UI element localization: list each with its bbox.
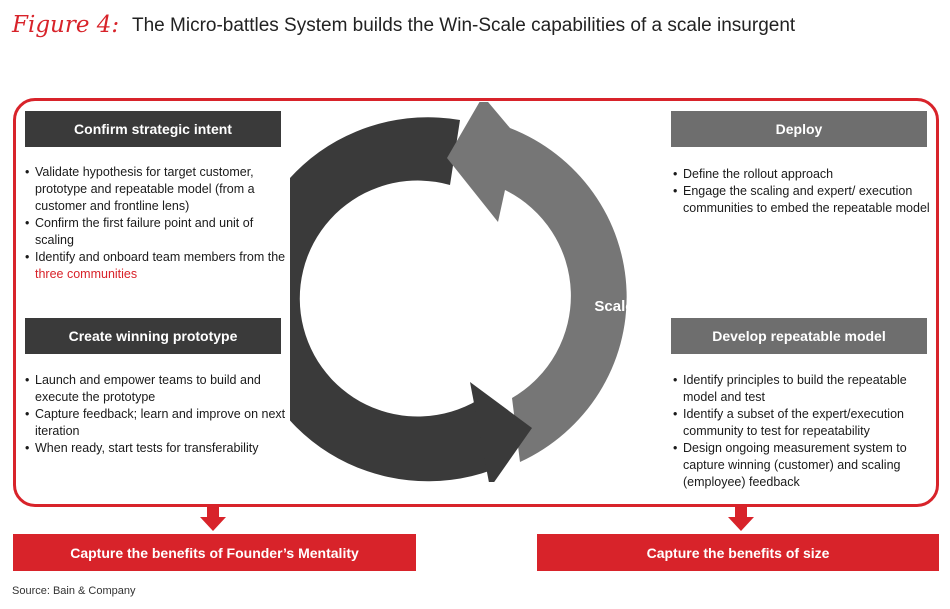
win-arrowhead	[470, 382, 532, 482]
develop-repeatable-model-list: Identify principles to build the repeata…	[673, 372, 935, 491]
founders-mentality-outcome: Capture the benefits of Founder’s Mental…	[13, 534, 416, 571]
create-winning-prototype-list: Launch and empower teams to build and ex…	[25, 372, 295, 457]
confirm-strategic-intent-list: Validate hypothesis for target customer,…	[25, 164, 295, 283]
list-item: Design ongoing measurement system to cap…	[673, 440, 935, 491]
scale-label: Scale	[594, 298, 633, 315]
win-label: Win	[322, 298, 349, 315]
confirm-strategic-intent-header: Confirm strategic intent	[25, 111, 281, 147]
list-item: Validate hypothesis for target customer,…	[25, 164, 295, 215]
three-communities-link[interactable]: three communities	[35, 267, 138, 281]
list-item: Identify and onboard team members from t…	[25, 249, 295, 283]
down-arrow-left-icon	[200, 506, 226, 531]
list-item: Identify principles to build the repeata…	[673, 372, 935, 406]
bullet-text: Identify and onboard team members from t…	[35, 250, 286, 264]
deploy-header: Deploy	[671, 111, 927, 147]
list-item: Engage the scaling and expert/ execution…	[673, 183, 931, 217]
list-item: Confirm the first failure point and unit…	[25, 215, 295, 249]
develop-repeatable-model-header: Develop repeatable model	[671, 318, 927, 354]
figure-title: The Micro-battles System builds the Win-…	[132, 15, 796, 36]
win-scale-cycle-diagram: Win Scale	[290, 102, 634, 482]
scale-arrow	[447, 102, 627, 462]
source-note: Source: Bain & Company	[12, 585, 136, 597]
create-winning-prototype-header: Create winning prototype	[25, 318, 281, 354]
outer-frame	[13, 98, 939, 507]
list-item: Identify a subset of the expert/executio…	[673, 406, 935, 440]
list-item: When ready, start tests for transferabil…	[25, 440, 295, 457]
win-arrow	[290, 117, 492, 482]
down-arrow-right-icon	[728, 506, 754, 531]
benefits-of-size-outcome: Capture the benefits of size	[537, 534, 939, 571]
list-item: Define the rollout approach	[673, 166, 931, 183]
deploy-list: Define the rollout approach Engage the s…	[673, 166, 931, 217]
list-item: Launch and empower teams to build and ex…	[25, 372, 295, 406]
figure-label: Figure 4:	[12, 12, 120, 38]
list-item: Capture feedback; learn and improve on n…	[25, 406, 295, 440]
